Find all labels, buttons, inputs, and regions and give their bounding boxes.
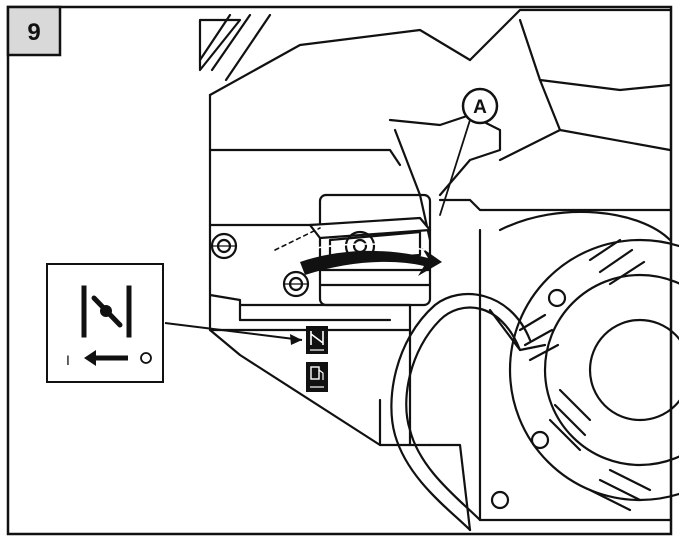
fuel-decal [306,362,328,392]
rotation-arrow-icon [300,248,442,276]
inset-pointer-line [164,322,303,341]
callout-a: A [461,87,499,125]
inset-left-mark: I [66,352,70,368]
step-badge: 9 [6,5,62,57]
step-number: 9 [27,19,40,46]
engine-body [198,8,679,532]
callout-letter: A [473,97,487,118]
inset-right-mark [140,352,152,364]
choke-symbol-inset: I [46,263,164,383]
choke-symbol-icon [81,285,132,338]
arrow-left-icon [84,350,128,366]
choke-decal [306,326,328,354]
